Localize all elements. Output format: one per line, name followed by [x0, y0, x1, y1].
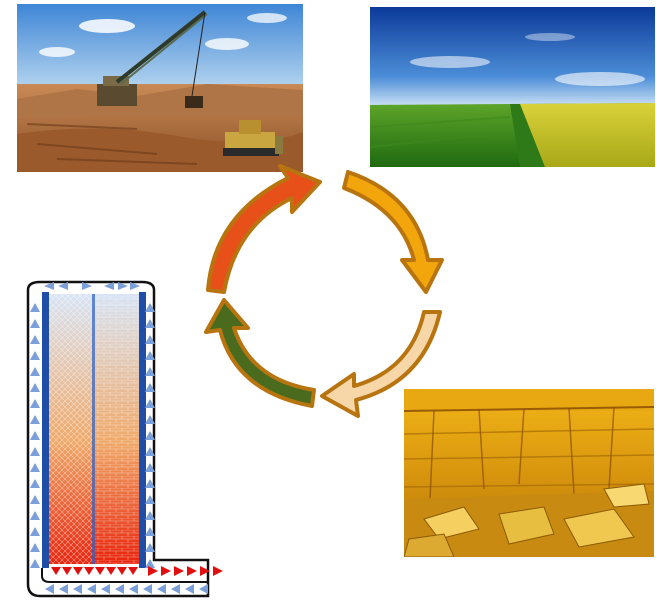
- flow-arrow-left-icon: [73, 584, 82, 594]
- shale-rock-icon: [404, 389, 654, 557]
- cycle-arrow-bottom-left: [204, 298, 316, 408]
- heat-arrow-down-icon: [84, 567, 94, 575]
- flow-arrow-up-icon: [145, 511, 155, 520]
- heat-arrow-down-icon: [73, 567, 83, 575]
- heat-arrow-down-icon: [95, 567, 105, 575]
- flow-arrow-left-icon: [129, 584, 138, 594]
- flow-arrow-up-icon: [145, 415, 155, 424]
- retort-vessel-icon: [26, 280, 223, 598]
- mining-photo: [17, 4, 303, 172]
- flow-arrow-up-icon: [30, 335, 40, 344]
- flow-arrow-left-icon: [171, 584, 180, 594]
- field-photo: [370, 7, 655, 167]
- flow-arrow-up-icon: [145, 383, 155, 392]
- rock-photo: [404, 389, 654, 557]
- heat-arrow-right-icon: [174, 566, 184, 576]
- flow-arrow-up-icon: [30, 367, 40, 376]
- cycle-arrow-top-right: [342, 170, 444, 294]
- heat-arrow-right-icon: [200, 566, 210, 576]
- flow-arrow-up-icon: [30, 543, 40, 552]
- flow-arrow-up-icon: [30, 399, 40, 408]
- flow-arrow-up-icon: [145, 495, 155, 504]
- flow-arrow-up-icon: [145, 303, 155, 312]
- flow-arrow-up-icon: [30, 351, 40, 360]
- flow-arrow-left-icon: [199, 584, 208, 594]
- flow-arrow-left-icon: [157, 584, 166, 594]
- flow-arrow-up-icon: [30, 383, 40, 392]
- flow-arrows-bottom: [45, 584, 208, 594]
- heat-arrow-right-icon: [187, 566, 197, 576]
- heat-arrow-down-icon: [117, 567, 127, 575]
- flow-arrow-up-icon: [30, 527, 40, 536]
- flow-arrow-up-icon: [30, 559, 40, 568]
- flow-arrow-up-icon: [145, 463, 155, 472]
- flow-arrow-up-icon: [145, 399, 155, 408]
- cycle-arrow-bottom-right: [320, 310, 442, 418]
- flow-arrow-up-icon: [30, 303, 40, 312]
- heat-arrow-down-icon: [106, 567, 116, 575]
- flow-arrow-up-icon: [30, 511, 40, 520]
- heat-arrows: [51, 566, 223, 576]
- heat-arrow-right-icon: [161, 566, 171, 576]
- flow-arrow-up-icon: [145, 319, 155, 328]
- flow-arrow-up-icon: [30, 463, 40, 472]
- flow-arrow-up-icon: [30, 431, 40, 440]
- flow-arrow-up-icon: [145, 335, 155, 344]
- cycle-arrow-top-left: [206, 164, 322, 294]
- flow-arrow-up-icon: [145, 527, 155, 536]
- heat-arrow-down-icon: [51, 567, 61, 575]
- flow-arrow-left-icon: [45, 584, 54, 594]
- flow-arrows-top: [44, 282, 140, 290]
- heat-arrow-down-icon: [62, 567, 72, 575]
- dragline-excavator-icon: [17, 4, 303, 172]
- flow-arrow-up-icon: [30, 319, 40, 328]
- field-landscape-icon: [370, 7, 655, 167]
- flow-arrow-up-icon: [145, 367, 155, 376]
- flow-arrows-left: [30, 303, 40, 568]
- flow-arrow-left-icon: [185, 584, 194, 594]
- heat-arrow-right-icon: [148, 566, 158, 576]
- heat-arrow-down-icon: [128, 567, 138, 575]
- flow-arrows-right: [145, 303, 155, 568]
- flow-arrow-up-icon: [30, 447, 40, 456]
- flow-arrow-up-icon: [30, 415, 40, 424]
- flow-arrow-left-icon: [101, 584, 110, 594]
- flow-arrow-up-icon: [30, 479, 40, 488]
- cycle-arrows: [204, 164, 444, 418]
- flow-arrow-up-icon: [145, 559, 155, 568]
- flow-arrow-up-icon: [145, 479, 155, 488]
- flow-arrow-left-icon: [115, 584, 124, 594]
- flow-arrow-left-icon: [87, 584, 96, 594]
- flow-arrow-up-icon: [145, 543, 155, 552]
- flow-arrow-up-icon: [145, 351, 155, 360]
- heat-arrow-right-icon: [213, 566, 223, 576]
- flow-arrow-up-icon: [145, 447, 155, 456]
- flow-arrow-left-icon: [143, 584, 152, 594]
- flow-arrow-left-icon: [59, 584, 68, 594]
- flow-arrow-up-icon: [145, 431, 155, 440]
- flow-arrow-up-icon: [30, 495, 40, 504]
